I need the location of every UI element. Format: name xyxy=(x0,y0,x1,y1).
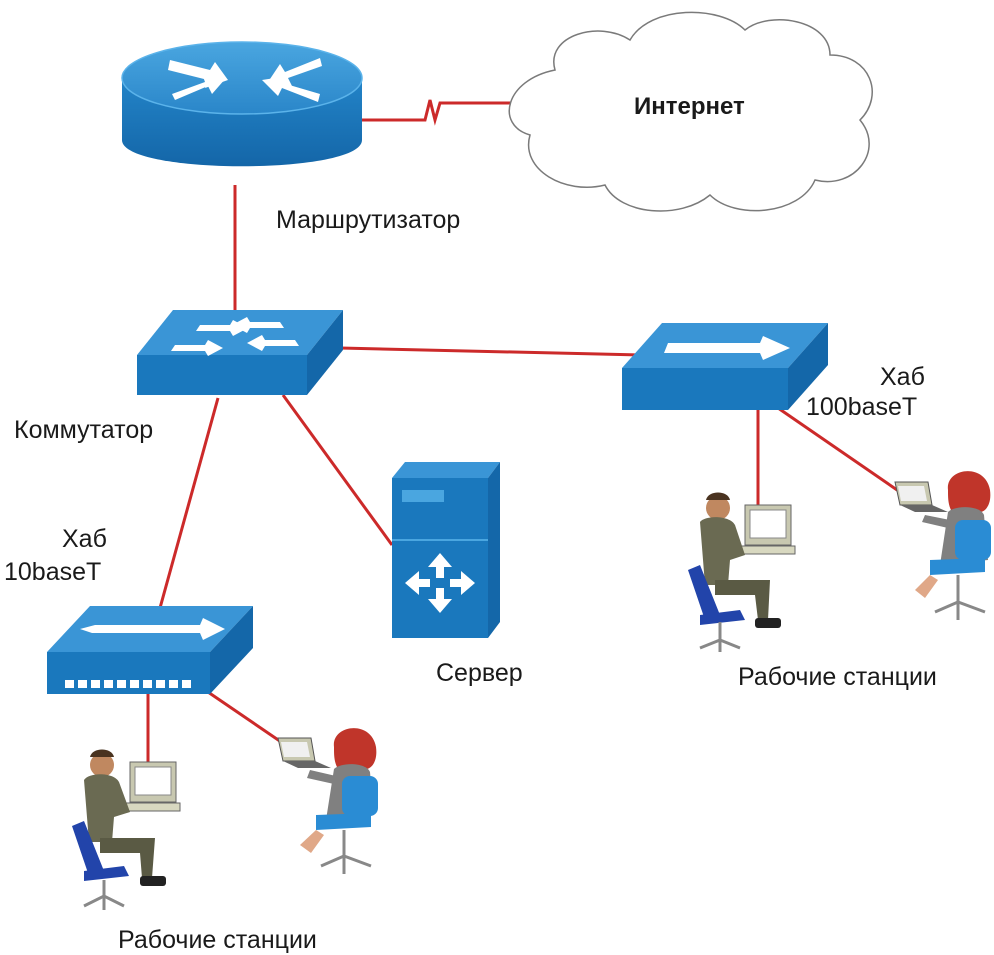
hub-10-label-line2: 10baseT xyxy=(4,558,102,586)
user-workstation-icon-right-desktop xyxy=(688,492,796,652)
switch-label: Коммутатор xyxy=(14,416,154,444)
user-workstation-icon-right-laptop xyxy=(894,471,991,620)
link-router-internet xyxy=(360,99,515,126)
link-switch-hub10 xyxy=(158,397,220,609)
link-switch-server xyxy=(281,394,394,546)
switch-icon xyxy=(137,310,343,395)
link-hub10-laptop xyxy=(204,688,291,750)
internet-label: Интернет xyxy=(634,93,745,120)
user-workstation-icon-left-desktop xyxy=(72,749,181,910)
router-icon xyxy=(121,41,363,167)
server-label: Сервер xyxy=(436,659,523,687)
hub-icon-100 xyxy=(622,323,828,410)
workstations-left-label: Рабочие станции xyxy=(118,926,317,954)
workstations-right-label: Рабочие станции xyxy=(738,663,937,691)
hub-icon-10 xyxy=(47,606,253,694)
link-hub100-laptop xyxy=(777,406,901,494)
hub-100-label-line2: 100baseT xyxy=(806,393,918,421)
router-label: Маршрутизатор xyxy=(276,206,461,234)
hub-10-label-line1: Хаб xyxy=(62,525,107,553)
server-icon xyxy=(392,462,500,638)
user-workstation-icon-left-laptop xyxy=(277,728,378,874)
links xyxy=(146,99,901,762)
hub-100-label-line1: Хаб xyxy=(880,363,925,391)
cloud-icon xyxy=(508,11,873,212)
link-switch-hub100 xyxy=(339,346,641,357)
